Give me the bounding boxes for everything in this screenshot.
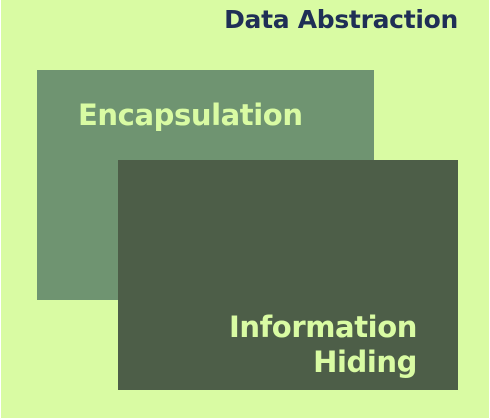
information-hiding-label-line2: Hiding [313, 345, 417, 379]
information-hiding-label: Information Hiding [229, 310, 417, 380]
encapsulation-label: Encapsulation [78, 98, 303, 132]
information-hiding-label-line1: Information [228, 310, 417, 344]
data-abstraction-title: Data Abstraction [224, 5, 458, 34]
information-hiding-box: Information Hiding [118, 160, 458, 390]
